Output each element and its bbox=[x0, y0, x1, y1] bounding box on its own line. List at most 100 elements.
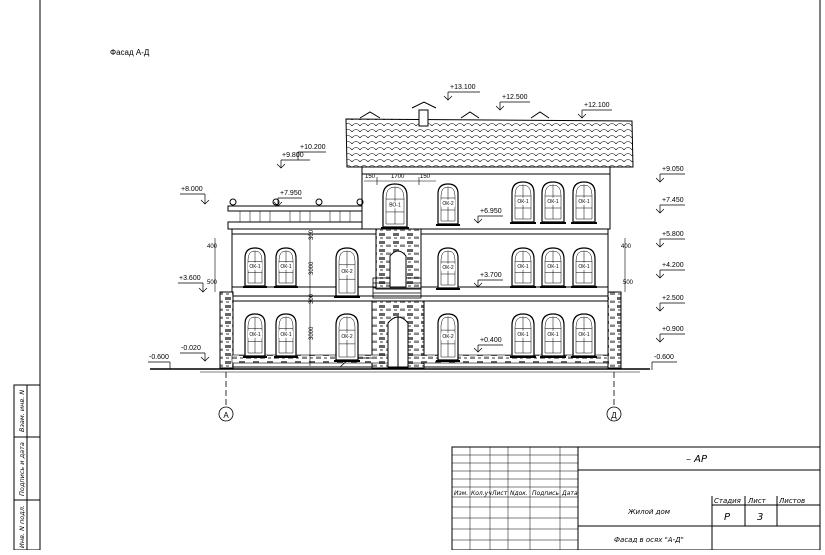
window-19: ОК-1 bbox=[571, 313, 597, 358]
window-4: ОК-1 bbox=[540, 181, 566, 224]
window-7: ОК-1 bbox=[274, 247, 298, 288]
elevation-parapet-b: +9.800 bbox=[282, 152, 304, 159]
terrace-balustrade bbox=[227, 198, 364, 230]
drawing-title: Фасад А-Д bbox=[110, 48, 150, 57]
stamp-inventory-original: Инв. N подл. bbox=[18, 505, 26, 548]
sheet-number: 3 bbox=[757, 512, 763, 523]
stage-value: Р bbox=[724, 512, 731, 523]
elevation-r-m0600: -0.600 bbox=[654, 354, 674, 361]
window-13: ОК-1 bbox=[243, 313, 267, 358]
elevation-entrance: +0.400 bbox=[480, 337, 502, 344]
window-tag: ОК-1 bbox=[578, 332, 589, 338]
ground-line bbox=[150, 368, 650, 373]
window-tag: ОК-1 bbox=[547, 332, 558, 338]
elevation-r-5800: +5.800 bbox=[662, 231, 684, 238]
elevation-roof-ridge: +12.500 bbox=[502, 94, 528, 101]
window-3: ОК-1 bbox=[510, 181, 536, 224]
dim-500-left: 500 bbox=[207, 280, 218, 286]
window-tag: ОК-1 bbox=[280, 264, 291, 270]
dimension-lines bbox=[214, 177, 626, 366]
dim-300-lower: 300 bbox=[309, 293, 315, 304]
window-8: ОК-2 bbox=[334, 247, 360, 298]
header-date: Дата bbox=[561, 490, 578, 497]
dim-400-left: 400 bbox=[207, 244, 218, 250]
project-name: Жилой дом bbox=[627, 508, 671, 516]
stage-label: Стадия bbox=[714, 497, 741, 505]
window-tag: ОК-1 bbox=[578, 199, 589, 205]
entrance-door bbox=[387, 250, 409, 368]
window-tag: ОК-2 bbox=[442, 265, 453, 271]
header-signature: Подпись bbox=[532, 490, 559, 497]
dim-150-right: 150 bbox=[420, 174, 431, 180]
window-tag: ВО-1 bbox=[389, 202, 401, 208]
sheet-title: Фасад в осях "А-Д" bbox=[614, 536, 684, 544]
window-18: ОК-1 bbox=[540, 313, 566, 358]
window-tag: ОК-1 bbox=[517, 264, 528, 270]
window-2: ОК-2 bbox=[436, 183, 460, 226]
title-block-grid bbox=[452, 447, 578, 550]
window-tag: ОК-1 bbox=[280, 332, 291, 338]
elevation-roof-right: +12.100 bbox=[584, 102, 610, 109]
stamp-signature-date: Подпись и дата bbox=[18, 442, 26, 496]
elevation-ground-left: -0.020 bbox=[181, 345, 201, 352]
elevation-roof-top: +13.100 bbox=[450, 84, 476, 91]
axis-label-right: Д bbox=[611, 411, 617, 420]
window-1: ВО-1 bbox=[381, 183, 409, 229]
header-count: Кол.уч bbox=[471, 490, 492, 497]
window-5: ОК-1 bbox=[571, 181, 597, 224]
window-14: ОК-1 bbox=[274, 313, 298, 358]
dim-300-upper: 300 bbox=[309, 229, 315, 240]
window-12: ОК-1 bbox=[571, 247, 597, 288]
elevation-r-4200: +4.200 bbox=[662, 262, 684, 269]
elevation-floor2-entry: +3.700 bbox=[480, 272, 502, 279]
window-11: ОК-1 bbox=[540, 247, 566, 288]
elevation-r-2500: +2.500 bbox=[662, 295, 684, 302]
window-10: ОК-1 bbox=[510, 247, 536, 288]
title-code: – АР bbox=[686, 454, 708, 465]
elevation-marks bbox=[148, 91, 685, 370]
elevation-terrace-top: +8.000 bbox=[181, 186, 203, 193]
dim-1700: 1700 bbox=[391, 174, 405, 180]
axis-label-left: А bbox=[223, 411, 229, 420]
axis-markers bbox=[218, 372, 622, 422]
elevation-r-0900: +0.900 bbox=[662, 326, 684, 333]
sheet-label: Лист bbox=[747, 497, 767, 505]
elevation-r-7450: +7.450 bbox=[662, 197, 684, 204]
header-sheet: Лист bbox=[491, 490, 508, 497]
window-tag: ОК-1 bbox=[249, 264, 260, 270]
header-doc-no: Nдок. bbox=[510, 490, 528, 497]
window-tag: ОК-2 bbox=[341, 269, 352, 275]
window-tag: ОК-2 bbox=[341, 334, 352, 340]
window-tag: ОК-1 bbox=[249, 332, 260, 338]
window-tag: ОК-1 bbox=[517, 332, 528, 338]
elevation-ground-far-left: -0.600 bbox=[149, 354, 169, 361]
sheets-label: Листов bbox=[778, 497, 805, 505]
window-16: ОК-2 bbox=[436, 313, 460, 362]
window-tag: ОК-2 bbox=[442, 334, 453, 340]
window-tag: ОК-1 bbox=[517, 199, 528, 205]
header-change: Изм. bbox=[454, 490, 468, 497]
dim-3000-lower: 3000 bbox=[309, 326, 315, 340]
roof bbox=[345, 101, 634, 168]
dim-150-left: 150 bbox=[365, 174, 376, 180]
window-9: ОК-2 bbox=[436, 247, 460, 290]
elevation-terrace-rail: +7.950 bbox=[280, 190, 302, 197]
window-tag: ОК-1 bbox=[578, 264, 589, 270]
elevation-plinth-left: +3.600 bbox=[179, 275, 201, 282]
window-tag: ОК-1 bbox=[547, 199, 558, 205]
window-15: ОК-2 bbox=[334, 313, 360, 362]
window-6: ОК-1 bbox=[243, 247, 267, 288]
dim-3000-upper: 3000 bbox=[309, 261, 315, 275]
stamp-replace-inventory: Взам. инв. N bbox=[18, 390, 26, 432]
dim-400-right: 400 bbox=[621, 244, 632, 250]
window-17: ОК-1 bbox=[510, 313, 536, 358]
window-tag: ОК-1 bbox=[547, 264, 558, 270]
window-tag: ОК-2 bbox=[442, 201, 453, 207]
elevation-floor3: +6.950 bbox=[480, 208, 502, 215]
dim-500-right: 500 bbox=[623, 280, 634, 286]
elevation-parapet-a: +10.200 bbox=[300, 144, 326, 151]
elevation-r-9050: +9.050 bbox=[662, 166, 684, 173]
